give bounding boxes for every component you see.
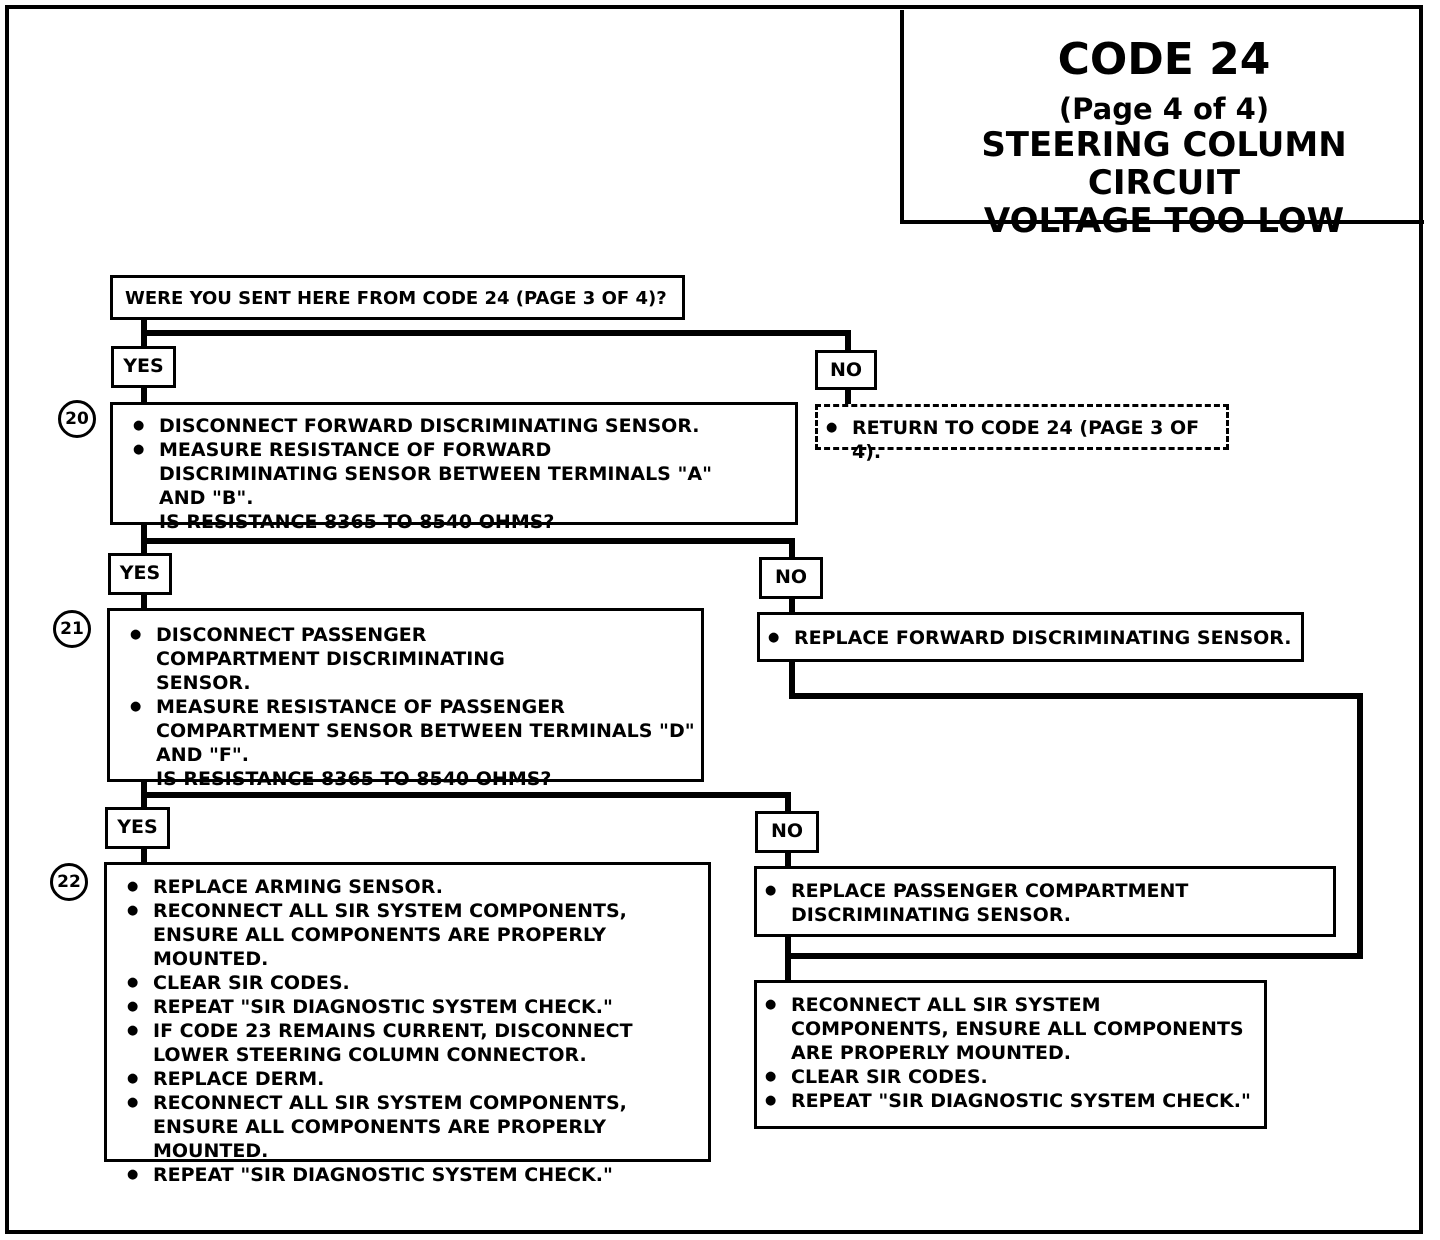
final-item: RECONNECT ALL SIR SYSTEM COMPONENTS, ENS… (757, 993, 1251, 1065)
entry-question: WERE YOU SENT HERE FROM CODE 24 (PAGE 3 … (125, 288, 667, 309)
replace-passenger-box: REPLACE PASSENGER COMPARTMENT DISCRIMINA… (754, 866, 1336, 937)
yes-label-3: YES (105, 807, 170, 849)
step-22-item: REPLACE DERM. (119, 1067, 698, 1091)
step-20-item: MEASURE RESISTANCE OF FORWARD DISCRIMINA… (125, 438, 719, 510)
step-21-box: DISCONNECT PASSENGER COMPARTMENT DISCRIM… (107, 608, 704, 790)
final-box: RECONNECT ALL SIR SYSTEM COMPONENTS, ENS… (754, 980, 1267, 1129)
no-label-3: NO (755, 811, 819, 853)
replace-forward-item: REPLACE FORWARD DISCRIMINATING SENSOR. (760, 626, 1301, 650)
entry-question-box: WERE YOU SENT HERE FROM CODE 24 (PAGE 3 … (110, 275, 685, 320)
step-21-marker: 21 (53, 610, 91, 648)
return-item: RETURN TO CODE 24 (PAGE 3 OF 4). (818, 416, 1226, 464)
step-21-question: IS RESISTANCE 8365 TO 8540 OHMS? (156, 768, 552, 790)
final-item: REPEAT "SIR DIAGNOSTIC SYSTEM CHECK." (757, 1089, 1254, 1113)
step-22-item: RECONNECT ALL SIR SYSTEM COMPONENTS, ENS… (119, 899, 703, 971)
step-22-item: REPLACE ARMING SENSOR. (119, 875, 698, 899)
step-20-marker: 20 (58, 400, 96, 438)
title-block: CODE 24 (Page 4 of 4) STEERING COLUMN CI… (900, 10, 1424, 240)
step-22-box: REPLACE ARMING SENSOR. RECONNECT ALL SIR… (104, 862, 711, 1187)
replace-passenger-item: REPLACE PASSENGER COMPARTMENT DISCRIMINA… (757, 879, 1191, 927)
step-20-box: DISCONNECT FORWARD DISCRIMINATING SENSOR… (110, 402, 798, 533)
yes-label-1: YES (111, 346, 176, 388)
replace-forward-box: REPLACE FORWARD DISCRIMINATING SENSOR. (757, 612, 1304, 662)
page-indicator: (Page 4 of 4) (1058, 92, 1270, 126)
step-22-item: REPEAT "SIR DIAGNOSTIC SYSTEM CHECK." (119, 995, 698, 1019)
title-line-2: VOLTAGE TOO LOW (983, 201, 1345, 241)
step-22-item: CLEAR SIR CODES. (119, 971, 698, 995)
step-21-item: MEASURE RESISTANCE OF PASSENGER COMPARTM… (122, 695, 696, 767)
title-line-1: STEERING COLUMN CIRCUIT (981, 125, 1347, 203)
no-label-1: NO (815, 350, 877, 390)
step-20-item: DISCONNECT FORWARD DISCRIMINATING SENSOR… (125, 414, 785, 438)
step-22-marker: 22 (50, 863, 88, 901)
step-20-question: IS RESISTANCE 8365 TO 8540 OHMS? (159, 511, 555, 533)
step-22-item: IF CODE 23 REMAINS CURRENT, DISCONNECT L… (119, 1019, 703, 1067)
no-label-2: NO (759, 557, 823, 599)
return-box: RETURN TO CODE 24 (PAGE 3 OF 4). (815, 404, 1229, 463)
step-21-item: DISCONNECT PASSENGER COMPARTMENT DISCRIM… (122, 623, 596, 695)
step-22-item: REPEAT "SIR DIAGNOSTIC SYSTEM CHECK." (119, 1163, 698, 1187)
code-title: CODE 24 (1057, 34, 1271, 85)
yes-label-2: YES (108, 553, 172, 595)
step-22-item: RECONNECT ALL SIR SYSTEM COMPONENTS, ENS… (119, 1091, 703, 1163)
final-item: CLEAR SIR CODES. (757, 1065, 1254, 1089)
page-frame (5, 5, 1423, 1234)
